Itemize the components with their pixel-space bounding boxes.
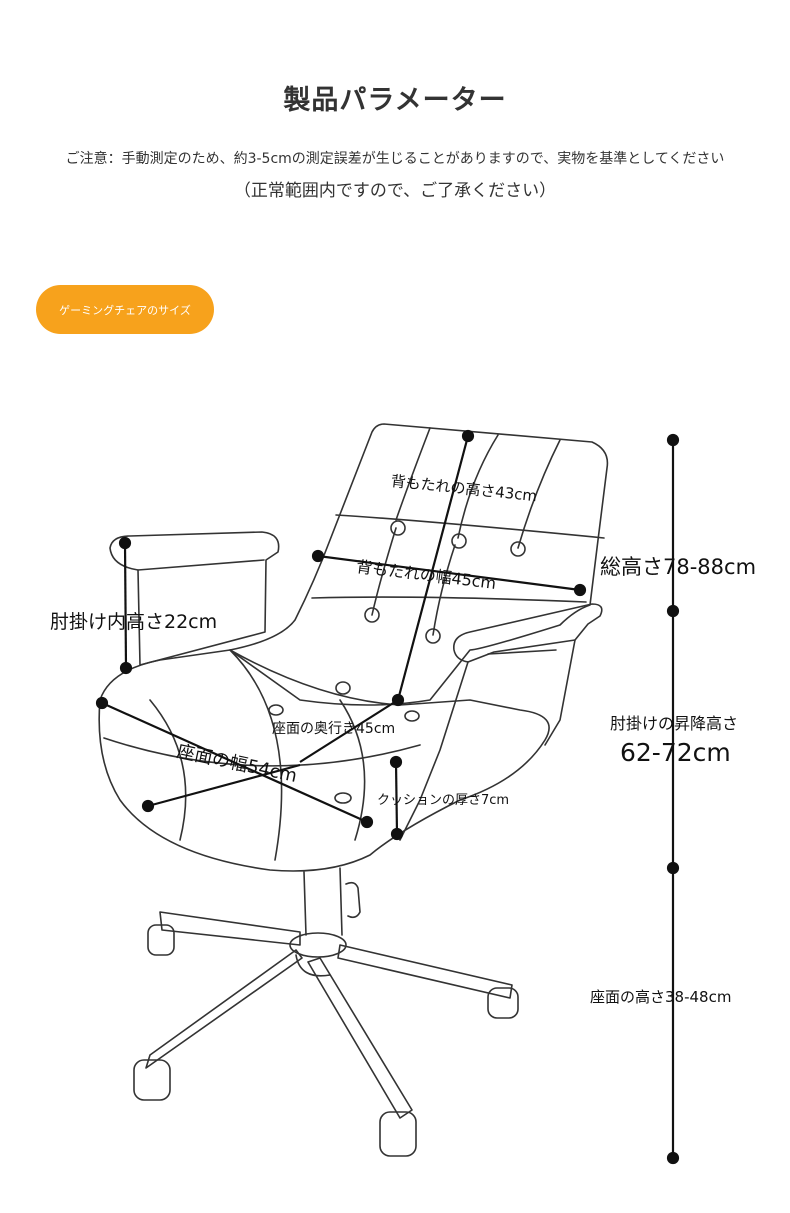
seat-button	[404, 710, 420, 722]
dimension-lines	[95, 429, 680, 1165]
seat-width-line	[101, 701, 368, 824]
lever	[345, 881, 361, 919]
seat-width-line-cross	[147, 763, 301, 808]
dim-point	[391, 693, 405, 707]
back-button	[390, 520, 406, 536]
seat-depth-label: 座面の奥行き45cm	[272, 721, 396, 737]
dim-point	[461, 429, 475, 443]
seat-seam	[339, 699, 366, 841]
caster	[133, 1059, 171, 1101]
base-leg	[337, 944, 513, 999]
page-title: 製品パラメーター	[283, 85, 507, 116]
gas-cylinder	[303, 867, 343, 936]
backrest-seam	[457, 434, 499, 539]
backrest-seam	[311, 596, 587, 603]
dim-point	[95, 696, 109, 710]
right-armrest-support	[487, 649, 557, 655]
dim-point	[118, 536, 132, 550]
backrest-height-line	[396, 435, 470, 701]
dim-point	[666, 604, 680, 618]
dim-point	[390, 827, 404, 841]
dim-point	[119, 661, 133, 675]
right-armrest-support	[544, 639, 576, 746]
section-badge: ゲーミングチェアのサイズ	[36, 285, 214, 334]
measurement-note: ご注意：手動測定のため、約3-5cmの測定誤差が生じることがありますので、実物を…	[65, 151, 725, 167]
seat-seam	[103, 737, 421, 767]
right-armrest-support	[399, 661, 469, 841]
dim-point	[311, 549, 325, 563]
cushion-thickness-label: クッションの厚さ7cm	[377, 793, 510, 808]
dim-point	[666, 433, 680, 447]
back-button	[425, 628, 441, 644]
chair-illustration	[98, 423, 609, 1157]
dim-point	[666, 861, 680, 875]
base-leg	[295, 954, 331, 977]
back-button	[510, 541, 526, 557]
armrest-inner-height-line	[123, 542, 128, 669]
seat-outline	[98, 649, 550, 872]
backrest-seam	[517, 439, 561, 549]
cushion-thickness-line	[394, 761, 399, 835]
base-leg	[307, 957, 413, 1119]
dim-point	[573, 583, 587, 597]
backrest-seam	[335, 514, 605, 539]
armrest-lift-label: 肘掛けの昇降高さ	[610, 714, 739, 733]
hub	[289, 932, 347, 958]
seat-button	[335, 681, 351, 695]
seat-depth-line	[299, 699, 399, 763]
dim-point	[141, 799, 155, 813]
total-height-label: 総高さ78-88cm	[600, 555, 757, 579]
dim-point	[666, 1151, 680, 1165]
dim-point	[389, 755, 403, 769]
back-button	[364, 607, 380, 623]
caster	[379, 1111, 417, 1157]
backrest-seam	[432, 544, 456, 636]
caster	[487, 987, 519, 1019]
seat-seam	[149, 699, 187, 841]
measurement-note-sub: （正常範囲内ですので、ご了承ください）	[233, 181, 557, 201]
left-armrest-edge	[137, 559, 265, 571]
backrest-width-line	[317, 554, 581, 592]
base-leg	[159, 911, 301, 946]
backrest-seam	[395, 427, 431, 521]
armrest-lift-value: 62-72cm	[620, 738, 731, 767]
right-armrest	[453, 603, 603, 663]
back-button	[451, 533, 467, 549]
armrest-inner-height-label: 肘掛け内高さ22cm	[50, 611, 218, 633]
base-leg	[145, 949, 303, 1069]
left-armrest	[109, 531, 280, 666]
seat-button	[334, 792, 352, 804]
seat-button	[268, 704, 284, 716]
dim-point	[360, 815, 374, 829]
seat-height-label: 座面の高さ38-48cm	[590, 988, 732, 1006]
caster	[147, 924, 175, 956]
seat-seam	[229, 649, 283, 861]
